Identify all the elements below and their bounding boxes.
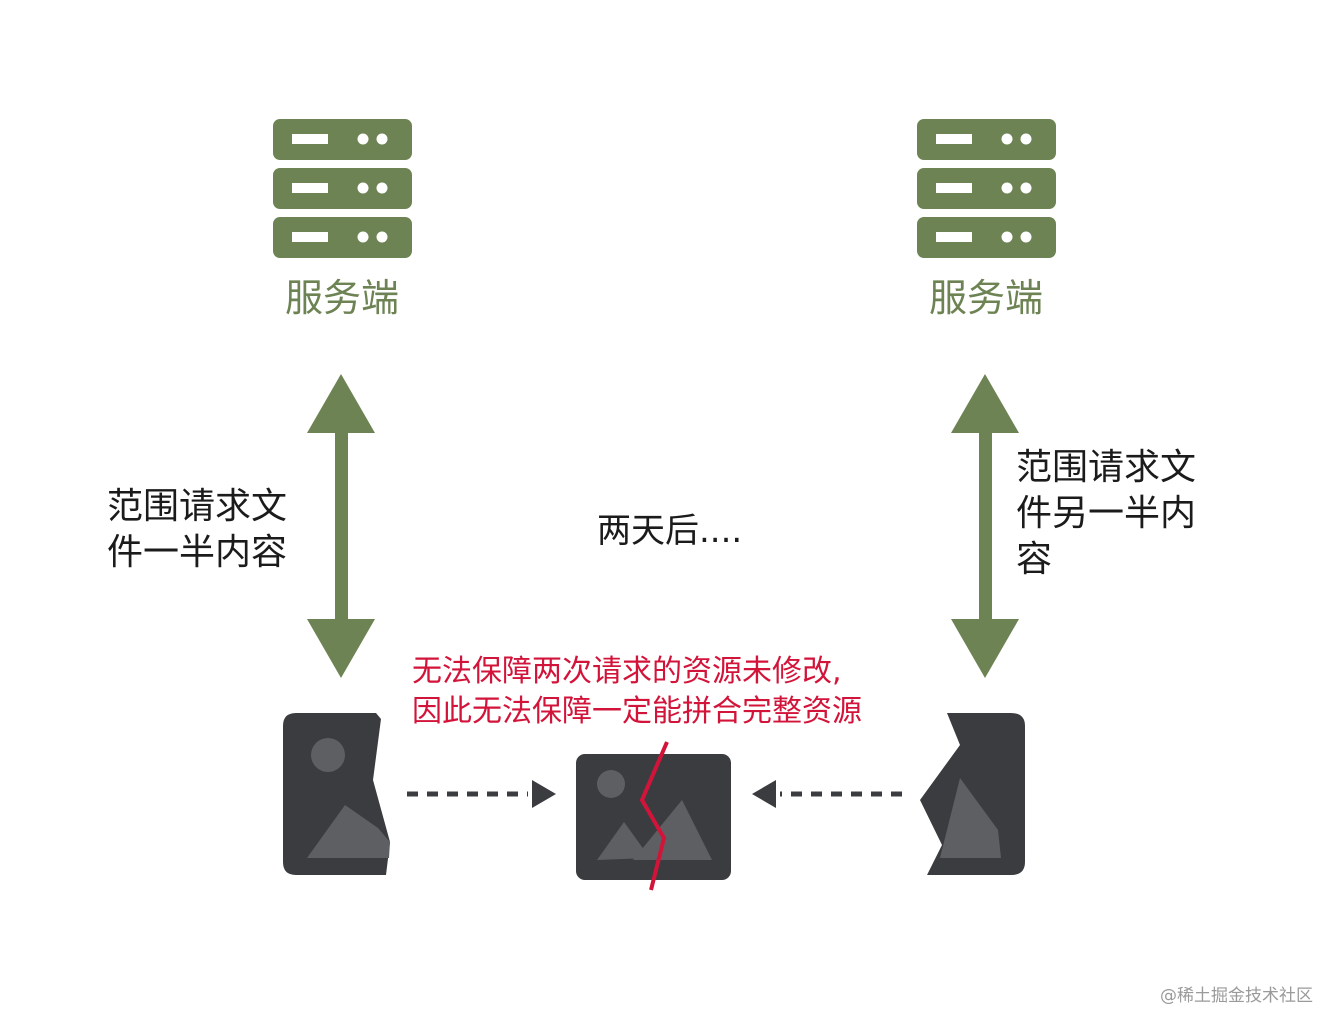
double-arrow-right <box>951 374 1019 678</box>
request-label-right-line3: 容 <box>1016 539 1053 580</box>
warning-line2: 因此无法保障一定能拼合完整资源 <box>412 694 862 729</box>
crack-line <box>639 741 669 891</box>
time-note: 两天后.... <box>597 511 743 551</box>
server-icon-right <box>917 119 1056 258</box>
request-label-right-line1: 范围请求文 <box>1016 447 1197 488</box>
request-label-left: 范围请求文 件一半内容 <box>107 484 287 576</box>
double-arrow-left <box>307 374 375 678</box>
request-label-right: 范围请求文 件另一半内 容 <box>1016 445 1196 583</box>
dashed-arrow-to-merged-left <box>407 780 556 808</box>
dashed-arrow-to-merged-right <box>752 780 902 808</box>
image-fragment-left-icon <box>283 713 390 875</box>
server-icon-left <box>273 119 412 258</box>
server-label-right: 服务端 <box>928 276 1043 320</box>
watermark: @稀土掘金技术社区 <box>1160 986 1313 1006</box>
warning-text: 无法保障两次请求的资源未修改, 因此无法保障一定能拼合完整资源 <box>412 652 862 732</box>
request-label-left-line2: 件一半内容 <box>107 532 288 573</box>
request-label-right-line2: 件另一半内 <box>1016 493 1197 534</box>
server-label-left: 服务端 <box>284 276 399 320</box>
request-label-left-line1: 范围请求文 <box>107 486 288 527</box>
image-fragment-right-icon <box>920 713 1025 875</box>
warning-line1: 无法保障两次请求的资源未修改, <box>412 654 842 689</box>
broken-image-icon <box>576 741 731 891</box>
